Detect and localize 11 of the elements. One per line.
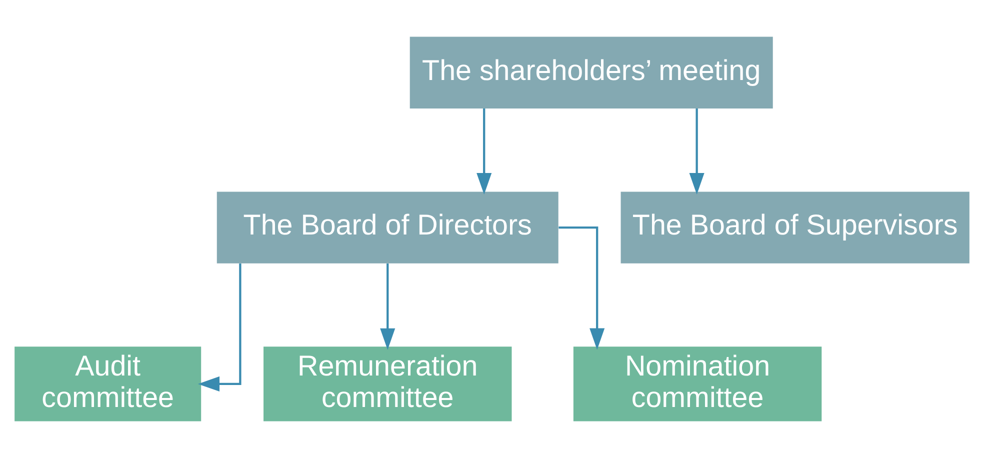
arrow	[558, 226, 605, 350]
node-box: The shareholders’ meeting	[410, 36, 773, 108]
arrow	[380, 263, 396, 350]
node-box: The Board of Directors	[216, 192, 558, 264]
arrow	[689, 108, 704, 195]
node-box: Remuneration committee	[264, 346, 512, 422]
node-box: The Board of Supervisors	[620, 192, 970, 264]
arrow	[476, 108, 492, 195]
arrow	[198, 263, 242, 392]
node-box: Audit committee	[14, 346, 202, 422]
node-box: Nomination committee	[573, 346, 822, 422]
